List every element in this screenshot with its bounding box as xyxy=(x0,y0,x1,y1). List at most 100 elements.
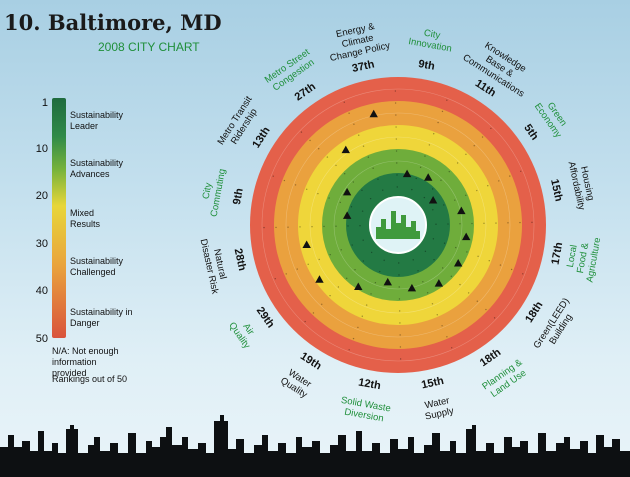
separator-dot xyxy=(361,315,363,317)
rank-marker xyxy=(457,206,466,215)
separator-dot xyxy=(432,209,434,211)
separator-dot xyxy=(396,186,398,188)
separator-dot xyxy=(466,251,468,253)
separator-dot xyxy=(441,267,444,269)
separator-dot xyxy=(399,334,401,336)
rank-label: 12th xyxy=(357,376,382,392)
separator-dot xyxy=(443,204,445,206)
category-label-line: Food & xyxy=(575,241,591,274)
separator-dot xyxy=(398,262,400,264)
separator-dot xyxy=(436,314,438,316)
rank-label: 27th xyxy=(293,80,319,103)
separator-dot xyxy=(398,286,400,288)
separator-dot xyxy=(285,273,287,275)
separator-dot xyxy=(446,336,448,338)
rank-marker xyxy=(402,169,412,178)
separator-dot xyxy=(499,264,502,266)
separator-dot xyxy=(399,322,401,324)
separator-dot xyxy=(481,136,484,138)
separator-dot xyxy=(531,221,533,224)
separator-dot xyxy=(328,197,330,199)
rank-marker xyxy=(424,173,433,181)
ring-guide xyxy=(333,160,463,290)
separator-dot xyxy=(440,179,442,182)
separator-dot xyxy=(361,210,364,212)
legend-scale-30: 30 xyxy=(35,238,48,250)
separator-dot xyxy=(411,188,413,191)
separator-dot xyxy=(362,145,365,147)
separator-dot xyxy=(263,226,265,229)
separator-dot xyxy=(383,259,385,262)
separator-dot xyxy=(412,259,414,261)
separator-dot xyxy=(294,184,297,186)
separator-dot xyxy=(509,175,511,177)
rank-label: 13th xyxy=(250,125,272,151)
rank-label: 9th xyxy=(231,187,246,206)
rank-marker xyxy=(407,283,417,292)
separator-dot xyxy=(337,286,340,288)
rank-marker xyxy=(342,211,352,219)
separator-dot xyxy=(471,222,473,225)
separator-dot xyxy=(353,123,355,125)
separator-dot xyxy=(441,325,443,327)
rank-marker xyxy=(383,277,392,286)
separator-dot xyxy=(296,268,298,270)
separator-dot xyxy=(396,162,398,164)
separator-dot xyxy=(306,188,308,190)
separator-dot xyxy=(367,156,370,158)
separator-dot xyxy=(362,260,365,262)
separator-dot xyxy=(335,225,337,227)
separator-dot xyxy=(459,283,461,286)
separator-dot xyxy=(275,226,277,229)
separator-dot xyxy=(352,337,355,340)
separator-dot xyxy=(433,258,435,261)
legend-scale-20: 20 xyxy=(35,190,48,202)
separator-dot xyxy=(426,292,429,294)
separator-dot xyxy=(321,303,323,305)
separator-dot xyxy=(437,121,439,124)
separator-dot xyxy=(339,201,341,204)
separator-dot xyxy=(476,189,478,192)
separator-dot xyxy=(398,274,400,276)
separator-dot xyxy=(309,139,311,142)
separator-dot xyxy=(394,102,397,104)
separator-dot xyxy=(424,155,426,157)
legend-scale-40: 40 xyxy=(35,285,48,297)
legend-scale-1: 1 xyxy=(41,97,48,109)
category-label-line: Air xyxy=(240,321,256,337)
separator-dot xyxy=(433,133,435,135)
rank-marker xyxy=(315,275,324,283)
separator-dot xyxy=(473,145,475,147)
separator-dot xyxy=(485,308,487,311)
legend-color-bar xyxy=(52,98,66,338)
separator-dot xyxy=(283,179,286,182)
separator-dot xyxy=(370,293,372,295)
separator-dot xyxy=(441,110,444,113)
separator-dot xyxy=(419,166,422,168)
separator-dot xyxy=(311,225,313,228)
separator-dot xyxy=(459,223,461,225)
rank-label: 5th xyxy=(521,122,540,143)
rank-marker xyxy=(302,240,311,249)
legend-label-challenged: Sustainability Challenged xyxy=(70,256,124,277)
rank-marker xyxy=(341,145,350,154)
category-label-line: Local xyxy=(565,244,580,268)
rank-marker xyxy=(369,109,378,118)
separator-dot xyxy=(343,101,345,103)
center-city-icon xyxy=(376,211,420,239)
separator-dot xyxy=(435,223,437,225)
separator-dot xyxy=(346,277,348,280)
separator-dot xyxy=(340,249,342,251)
rank-label: 17th xyxy=(549,241,565,266)
separator-dot xyxy=(415,177,417,180)
separator-dot xyxy=(354,268,356,271)
category-label-line: City xyxy=(423,28,441,42)
ring-guide xyxy=(309,136,487,314)
separator-dot xyxy=(300,131,303,133)
